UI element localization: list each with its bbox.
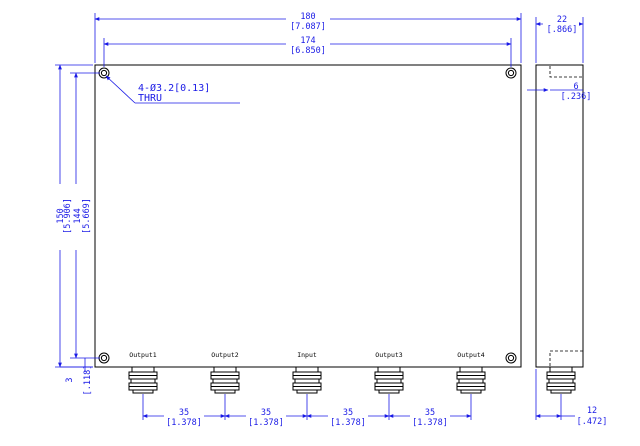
depth-mm: 22 bbox=[557, 15, 567, 25]
bottom-offset-dimension bbox=[60, 358, 93, 372]
port-label-output2: Output2 bbox=[211, 351, 238, 359]
side-offset-mm: 6 bbox=[573, 82, 578, 92]
side-view-connector bbox=[546, 366, 576, 394]
spacing-3-mm: 35 bbox=[343, 408, 353, 418]
overall-height-mm: 150 bbox=[56, 208, 66, 223]
hole-note-size: 4-Ø3.2[0.13] bbox=[138, 82, 210, 94]
overall-width-mm: 180 bbox=[300, 12, 315, 22]
connector-offset-dimension bbox=[535, 369, 575, 420]
connector-offset-inch: [.472] bbox=[577, 417, 608, 427]
spacing-3-inch: [1.378] bbox=[330, 418, 366, 428]
spacing-4-mm: 35 bbox=[425, 408, 435, 418]
hole-spacing-y-mm-visible: 144 bbox=[73, 208, 83, 223]
hole-spacing-x-inch: [6.850] bbox=[290, 46, 326, 56]
port-label-input: Input bbox=[297, 351, 317, 359]
spacing-1-inch: [1.378] bbox=[166, 418, 202, 428]
overall-height-inch: [5.906] bbox=[63, 198, 73, 234]
bottom-offset-mm: 3 bbox=[65, 377, 75, 382]
connector-spacing-dimensions bbox=[142, 394, 472, 428]
port-label-output3: Output3 bbox=[375, 351, 402, 359]
spacing-4-inch: [1.378] bbox=[412, 418, 448, 428]
hole-spacing-x-mm: 174 bbox=[300, 36, 315, 46]
front-connectors bbox=[128, 366, 486, 394]
hole-spacing-x-dimension bbox=[103, 35, 512, 67]
hole-note-leader bbox=[105, 75, 240, 104]
port-label-output4: Output4 bbox=[457, 351, 484, 359]
connector-offset-mm: 12 bbox=[587, 406, 597, 416]
hole-note-thru: THRU bbox=[138, 93, 162, 104]
overall-width-dimension bbox=[94, 10, 522, 63]
side-offset-inch: [.236] bbox=[561, 92, 592, 102]
mounting-holes bbox=[98, 67, 517, 364]
depth-inch: [.866] bbox=[547, 25, 578, 35]
side-view-hidden-lines bbox=[549, 66, 583, 366]
side-view-body bbox=[535, 64, 584, 368]
spacing-2-inch: [1.378] bbox=[248, 418, 284, 428]
front-view-body bbox=[94, 64, 522, 368]
depth-dimension bbox=[535, 14, 584, 63]
port-label-output1: Output1 bbox=[129, 351, 156, 359]
hole-spacing-y-inch: [5.669] bbox=[82, 198, 92, 234]
spacing-2-mm: 35 bbox=[261, 408, 271, 418]
spacing-1-mm: 35 bbox=[179, 408, 189, 418]
overall-width-inch: [7.087] bbox=[290, 22, 326, 32]
bottom-offset-inch: [.118] bbox=[83, 365, 93, 396]
